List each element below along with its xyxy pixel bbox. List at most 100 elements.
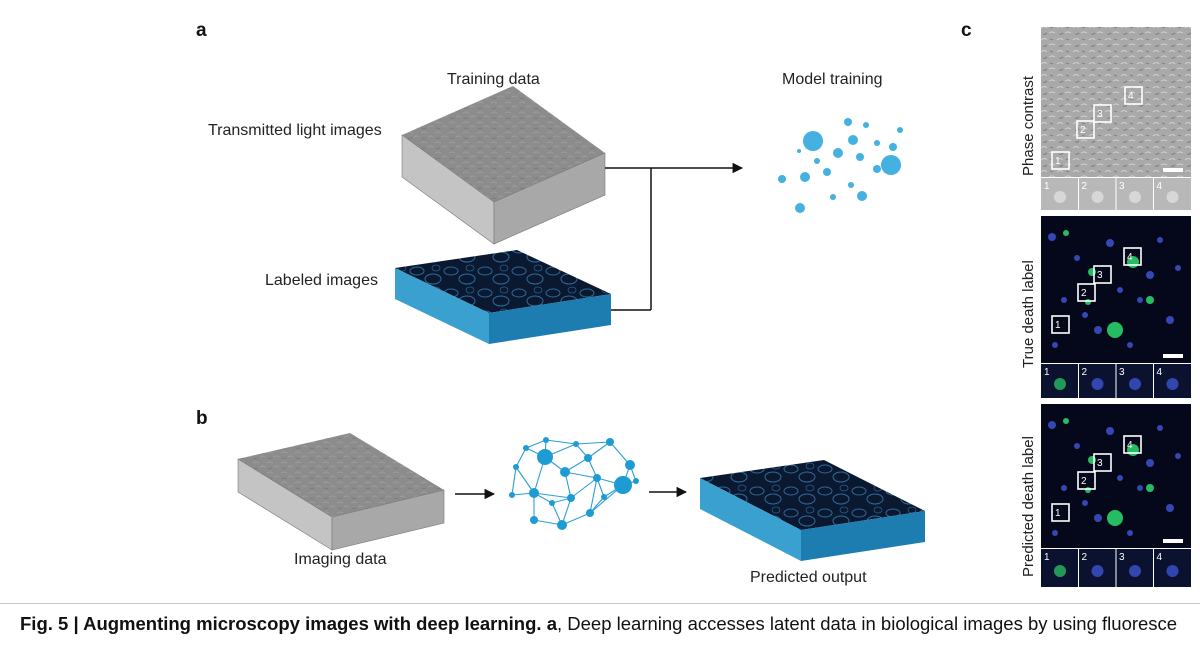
model-dot: [844, 118, 852, 126]
inset-cell: [1129, 191, 1141, 203]
inset-number: 2: [1082, 552, 1088, 563]
network-node: [530, 516, 538, 524]
inset-cell: [1166, 191, 1179, 203]
model-dot: [857, 191, 867, 201]
network-edge: [609, 441, 631, 466]
inset-cell: [1054, 191, 1066, 203]
training-data-title: Training data: [447, 71, 540, 88]
roi-box: [1051, 315, 1070, 334]
network-node: [614, 476, 632, 494]
nucleus-blue: [1082, 500, 1088, 506]
caption-divider: [0, 603, 1200, 604]
nucleus-blue: [1157, 425, 1163, 431]
nucleus-blue: [1094, 326, 1102, 334]
roi-box: [1124, 86, 1143, 105]
nucleus-blue: [1052, 530, 1058, 536]
network-node: [593, 474, 601, 482]
inset-number: 3: [1119, 181, 1125, 192]
network-edge: [525, 439, 547, 449]
network-node: [509, 492, 515, 498]
roi-number: 3: [1097, 109, 1103, 120]
inset-number: 2: [1082, 367, 1088, 378]
scale-bar: [1163, 354, 1183, 358]
nucleus-blue: [1048, 421, 1056, 429]
dead-cell-green: [1063, 418, 1069, 424]
nucleus-blue: [1157, 237, 1163, 243]
labeled-images-slab: [395, 250, 611, 344]
scale-bar: [1163, 539, 1183, 543]
scale-bar: [1163, 168, 1183, 172]
model-dot: [873, 165, 881, 173]
roi-box: [1093, 265, 1112, 284]
roi-number: 3: [1097, 270, 1103, 281]
model-dot: [803, 131, 823, 151]
dead-cell-green: [1146, 484, 1154, 492]
inset-number: 2: [1082, 181, 1088, 192]
transmitted-light-label: Transmitted light images: [208, 122, 382, 139]
nucleus-blue: [1146, 459, 1154, 467]
network-edge: [533, 492, 572, 499]
network-node: [633, 478, 639, 484]
roi-box: [1077, 471, 1096, 490]
dead-cell-green: [1107, 322, 1123, 338]
dead-cell-green: [1088, 268, 1096, 276]
row-label-phase-contrast: Phase contrast: [1020, 75, 1037, 176]
nucleus-blue: [1052, 342, 1058, 348]
inset-cell: [1054, 565, 1066, 577]
nucleus-blue: [1146, 271, 1154, 279]
inset-cell: [1166, 565, 1179, 577]
model-dot: [797, 149, 801, 153]
nucleus-blue: [1127, 342, 1133, 348]
inset-cell: [1054, 378, 1066, 390]
nucleus-blue: [1166, 316, 1174, 324]
inset-cell: [1166, 378, 1179, 390]
model-dot: [897, 127, 903, 133]
nucleus-blue: [1061, 297, 1067, 303]
roi-number: 4: [1127, 440, 1133, 451]
roi-box: [1093, 104, 1112, 123]
dead-cell-green: [1085, 487, 1091, 493]
inset-number: 4: [1157, 181, 1163, 192]
model-dot: [881, 155, 901, 175]
model-dot: [848, 182, 854, 188]
nucleus-blue: [1175, 453, 1181, 459]
network-edge: [564, 471, 598, 479]
roi-box: [1051, 151, 1070, 170]
network-node: [573, 441, 579, 447]
roi-box: [1123, 435, 1142, 454]
network-edge: [511, 466, 517, 496]
roi-number: 4: [1127, 252, 1133, 263]
panel-b-letter: b: [196, 408, 208, 429]
network-node: [529, 488, 539, 498]
inset-number: 3: [1119, 367, 1125, 378]
inset-cell: [1091, 378, 1104, 390]
network-node: [586, 509, 594, 517]
network-edge: [570, 477, 598, 499]
imaging-data-label: Imaging data: [294, 551, 387, 568]
row-label-true-death: True death label: [1020, 260, 1037, 368]
model-training-title: Model training: [782, 71, 883, 88]
model-dot: [848, 135, 858, 145]
nucleus-blue: [1082, 312, 1088, 318]
network-node: [560, 467, 570, 477]
network-node: [557, 520, 567, 530]
inset-number: 4: [1157, 367, 1163, 378]
model-dot: [795, 203, 805, 213]
figure-caption: Fig. 5 | Augmenting microscopy images wi…: [20, 613, 1200, 635]
nucleus-blue: [1175, 265, 1181, 271]
inset-number: 1: [1044, 367, 1050, 378]
roi-box: [1123, 247, 1142, 266]
merge-connector: [605, 162, 744, 311]
model-dot: [856, 153, 864, 161]
predicted-output-label: Predicted output: [750, 569, 867, 586]
model-dot: [833, 148, 843, 158]
network-edge: [561, 512, 591, 526]
nucleus-blue: [1061, 485, 1067, 491]
nucleus-blue: [1074, 443, 1080, 449]
inset-cell: [1091, 565, 1104, 577]
nucleus-blue: [1137, 297, 1143, 303]
model-dot: [814, 158, 820, 164]
nucleus-blue: [1048, 233, 1056, 241]
inset-number: 1: [1044, 181, 1050, 192]
